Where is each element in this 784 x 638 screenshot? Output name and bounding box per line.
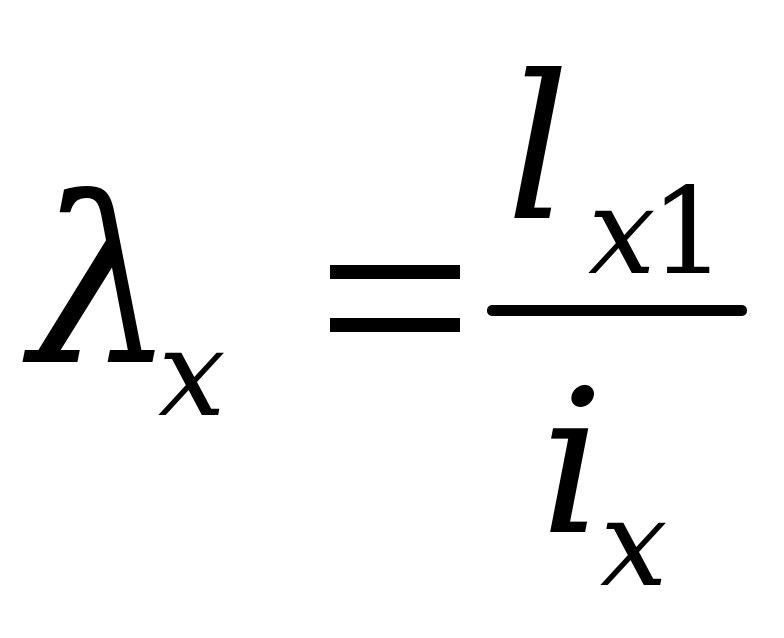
lhs-subscript: x	[158, 305, 226, 444]
denominator-subscript: x	[600, 475, 668, 614]
denominator-symbol: i	[540, 347, 604, 580]
fraction-bar	[487, 305, 747, 316]
equals-bar-top	[330, 265, 460, 279]
numerator-subscript-num: 1	[650, 163, 726, 302]
lhs-symbol: λ	[22, 150, 176, 417]
numerator-subscript-var: x	[588, 163, 656, 302]
equals-bar-bottom	[330, 318, 460, 332]
numerator-symbol: l	[506, 33, 570, 266]
